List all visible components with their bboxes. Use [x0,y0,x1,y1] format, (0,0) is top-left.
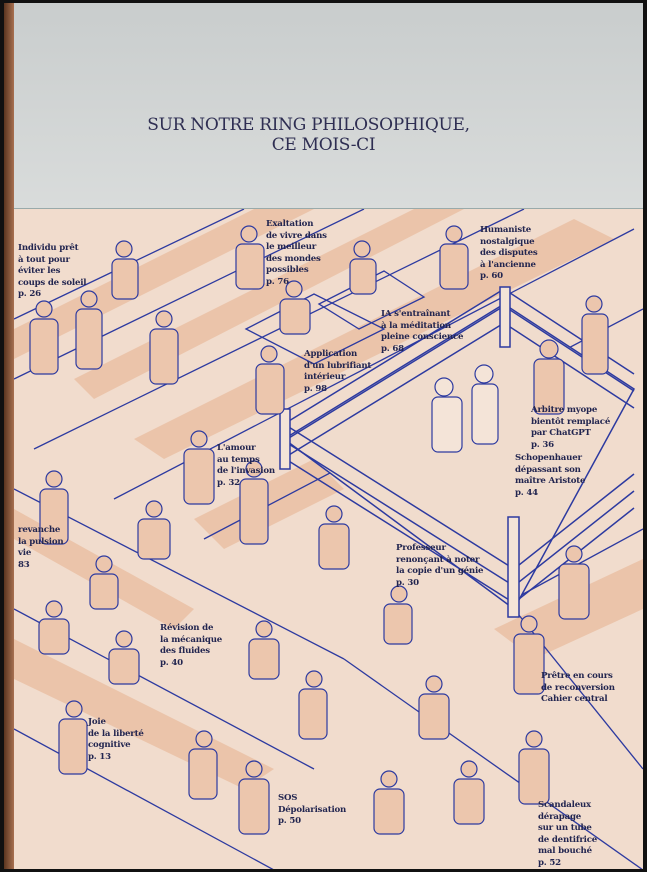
caption-line: Humaniste [480,225,532,235]
caption-line: de reconversion [541,682,615,693]
caption-line: la mécanique [160,634,223,645]
caption-line: sur un tube [538,823,592,833]
caption-line: Exaltation [266,219,314,229]
caption-line: des mondes [266,253,321,264]
caption-line: des fluides [160,646,210,656]
title-line-1: SUR NOTRE RING PHILOSOPHIQUE, [147,115,470,135]
ring-post [507,516,520,618]
caption-line: de dentifrice [538,834,598,845]
caption-line: Professeur [396,543,446,553]
caption-line: cognitive [88,740,131,750]
caption-line: mal bouché [538,846,592,856]
caption-line: 83 [18,559,30,570]
caption-line: de la liberté [88,728,144,739]
ring-post [279,408,291,470]
caption-line: Schopenhauer [515,453,582,463]
crowd-figures [29,225,609,835]
caption-line: dépassant son [515,464,581,475]
caption-line: coups de soleil [18,277,87,288]
caption-line: revanche [18,525,61,535]
caption-line: Application [304,349,358,359]
caption-line: SOS [278,793,298,803]
caption-line: Dépolarisation [278,804,347,815]
caption-line: éviter les [18,266,61,276]
caption-line: Révision de [160,623,214,633]
caption-line: p. 52 [538,857,561,868]
caption-line: le meilleur [266,242,317,252]
caption-line: d'un lubrifiant [304,360,372,371]
caption-line: à l'ancienne [480,259,536,270]
page-binding-edge [4,3,14,869]
caption-line: par ChatGPT [531,428,591,438]
caption-line: possibles [266,265,309,275]
caption-line: p. 13 [88,751,111,762]
caption-line: vie [18,548,32,558]
caption-line: p. 50 [278,816,301,826]
caption-line: Individu prêt [18,243,79,253]
caption-line: intérieur [304,372,346,382]
caption-line: p. 30 [396,577,419,588]
stripe [134,219,614,459]
caption-line: p. 32 [217,477,240,488]
caption-line: à la méditation [381,320,451,331]
caption-line: bientôt remplacé [531,416,611,427]
caption-line: IA s'entraînant [381,309,451,319]
caption-line: de vivre dans [266,230,327,241]
caption-line: Joie [88,717,106,727]
caption-line: L'amour [217,443,256,453]
caption-line: p. 44 [515,487,538,498]
caption-line: Scandaleux [538,800,591,810]
magazine-page: SUR NOTRE RING PHILOSOPHIQUE, CE MOIS-CI [4,3,643,869]
title-line-2: CE MOIS-CI [271,135,376,155]
caption-line: p. 26 [18,289,41,299]
caption-line: de l'invasion [217,466,275,476]
arena-drawing [14,209,643,869]
caption-line: nostalgique [480,236,535,247]
caption-line: à tout pour [18,254,70,265]
caption-line: renonçant à noter [396,554,480,565]
stripe [194,459,344,549]
caption-line: pleine conscience [381,332,464,342]
caption-line: p. 76 [266,276,289,287]
caption-line: Arbitre myope [531,405,598,415]
caption-line: maître Aristote [515,476,586,486]
caption-line: Cahier central [541,694,608,704]
caption-line: des disputes [480,248,538,258]
caption-line: p. 36 [531,439,554,450]
caption-line: dérapage [538,811,582,822]
caption-line: la copie d'un génie [396,566,484,576]
ring-post [499,286,511,348]
page-title: SUR NOTRE RING PHILOSOPHIQUE, CE MOIS-CI [4,115,643,155]
caption-line: p. 60 [480,271,503,281]
caption-line: p. 98 [304,383,327,394]
caption-line: la pulsion [18,536,64,547]
caption-line: au temps [217,454,260,465]
caption-line: p. 40 [160,657,183,668]
stripe [14,639,274,789]
caption-line: p. 68 [381,343,404,354]
caption-line: Prêtre en cours [541,671,613,681]
